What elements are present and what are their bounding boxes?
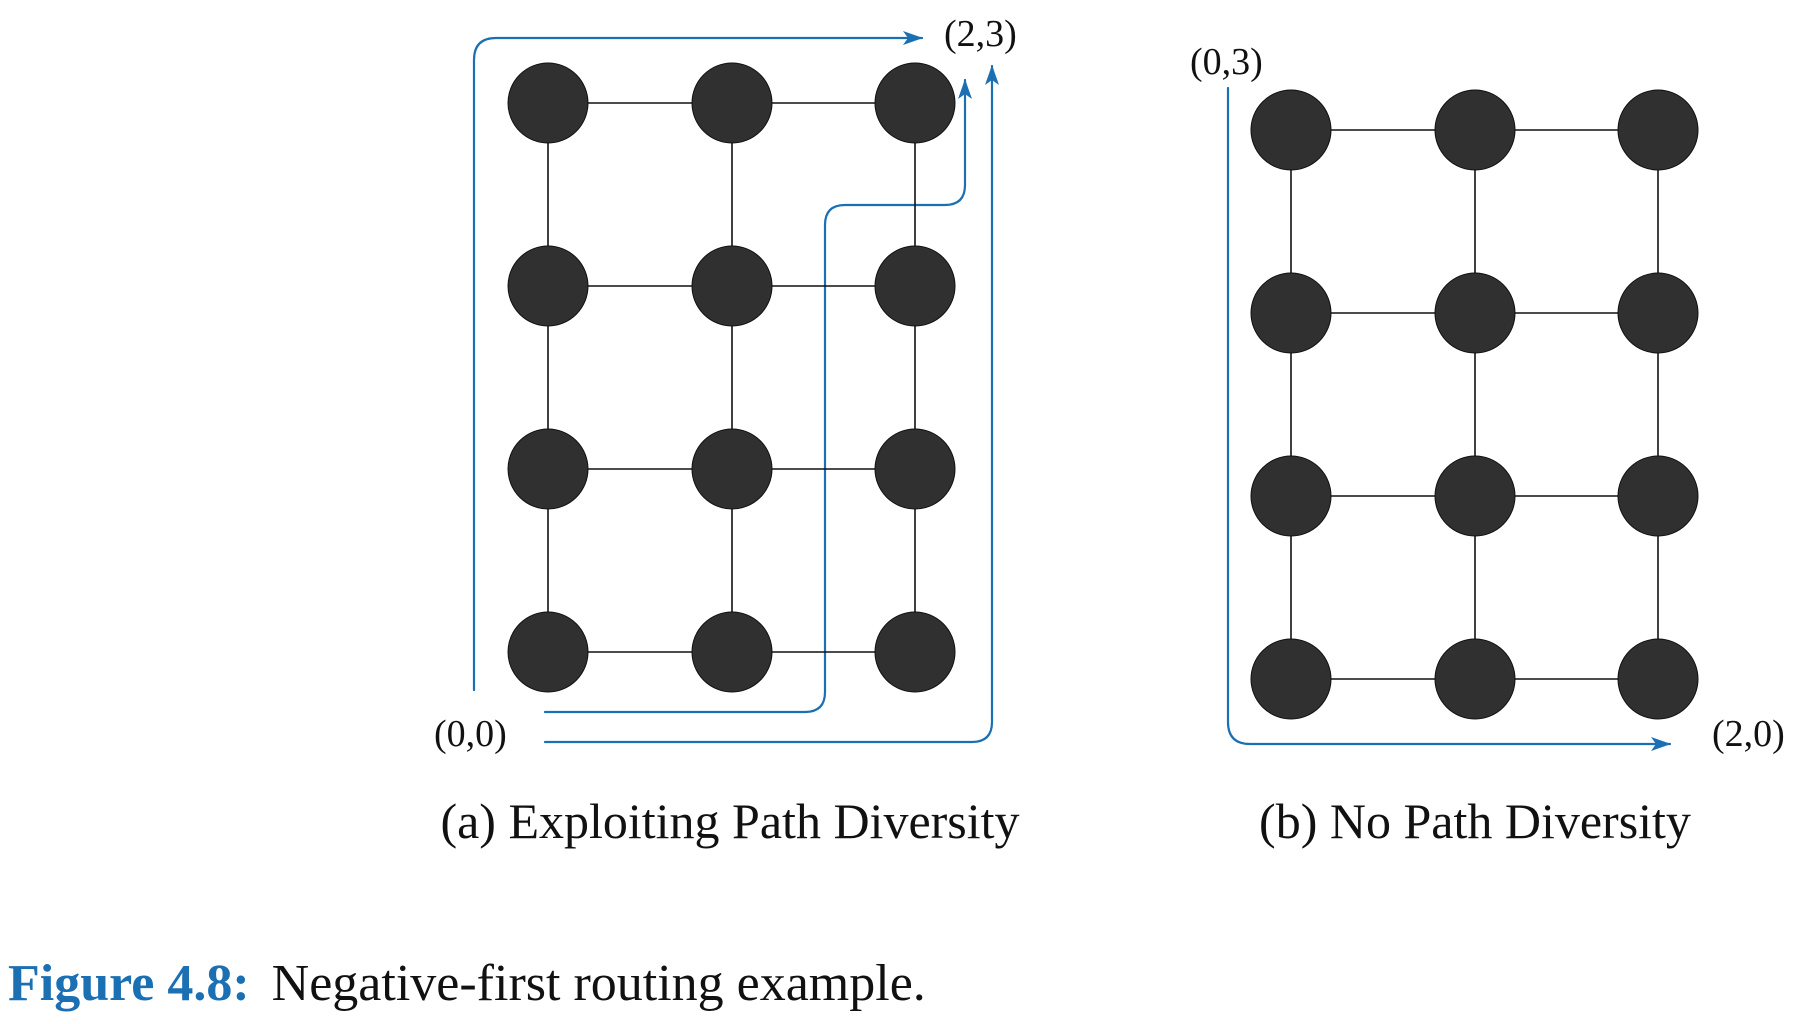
router-node — [691, 62, 773, 144]
figure-caption-prefix: Figure 4.8: — [8, 955, 250, 1012]
router-node — [507, 428, 589, 510]
router-node — [1250, 455, 1332, 537]
router-node — [1617, 272, 1699, 354]
router-node — [874, 245, 956, 327]
panel-b-mesh-diagram: (0,3) (2,0) (b) No Path Diversity — [1190, 41, 1785, 849]
router-node — [507, 62, 589, 144]
panel-a-subcaption: (a) Exploiting Path Diversity — [440, 793, 1019, 849]
router-node — [1434, 638, 1516, 720]
panel-a-links — [547, 102, 916, 653]
panel-b-links — [1290, 129, 1659, 680]
router-node — [691, 245, 773, 327]
panel-a-dest-label: (2,3) — [944, 13, 1017, 55]
panel-a-routes — [472, 31, 999, 744]
panel-b-routes — [1226, 86, 1672, 751]
panel-a-source-label: (0,0) — [434, 713, 507, 755]
panel-b-dest-label: (2,0) — [1712, 713, 1785, 755]
panel-b-source-label: (0,3) — [1190, 41, 1263, 83]
figure-caption-text: Negative-first routing example. — [272, 955, 926, 1012]
router-node — [1617, 455, 1699, 537]
router-node — [1434, 272, 1516, 354]
router-node — [874, 428, 956, 510]
router-node — [507, 611, 589, 693]
panel-a-route-1 — [472, 31, 924, 692]
router-node — [1434, 455, 1516, 537]
router-node — [874, 62, 956, 144]
router-node — [507, 245, 589, 327]
router-node — [1617, 638, 1699, 720]
panel-a-mesh-diagram: (0,0) (2,3) (a) Exploiting Path Diversit… — [434, 13, 1020, 849]
router-node — [1250, 638, 1332, 720]
router-node — [1617, 89, 1699, 171]
panel-a-nodes — [507, 62, 956, 693]
router-node — [1434, 89, 1516, 171]
router-node — [1250, 89, 1332, 171]
router-node — [874, 611, 956, 693]
router-node — [691, 611, 773, 693]
panel-a-route-2 — [543, 78, 972, 714]
panel-b-route-1 — [1226, 86, 1672, 751]
panel-a-route-3 — [543, 64, 999, 744]
router-node — [691, 428, 773, 510]
router-node — [1250, 272, 1332, 354]
panel-b-nodes — [1250, 89, 1699, 720]
panel-b-subcaption: (b) No Path Diversity — [1259, 793, 1691, 849]
figure-caption: Figure 4.8: Negative-first routing exampl… — [8, 955, 926, 1012]
